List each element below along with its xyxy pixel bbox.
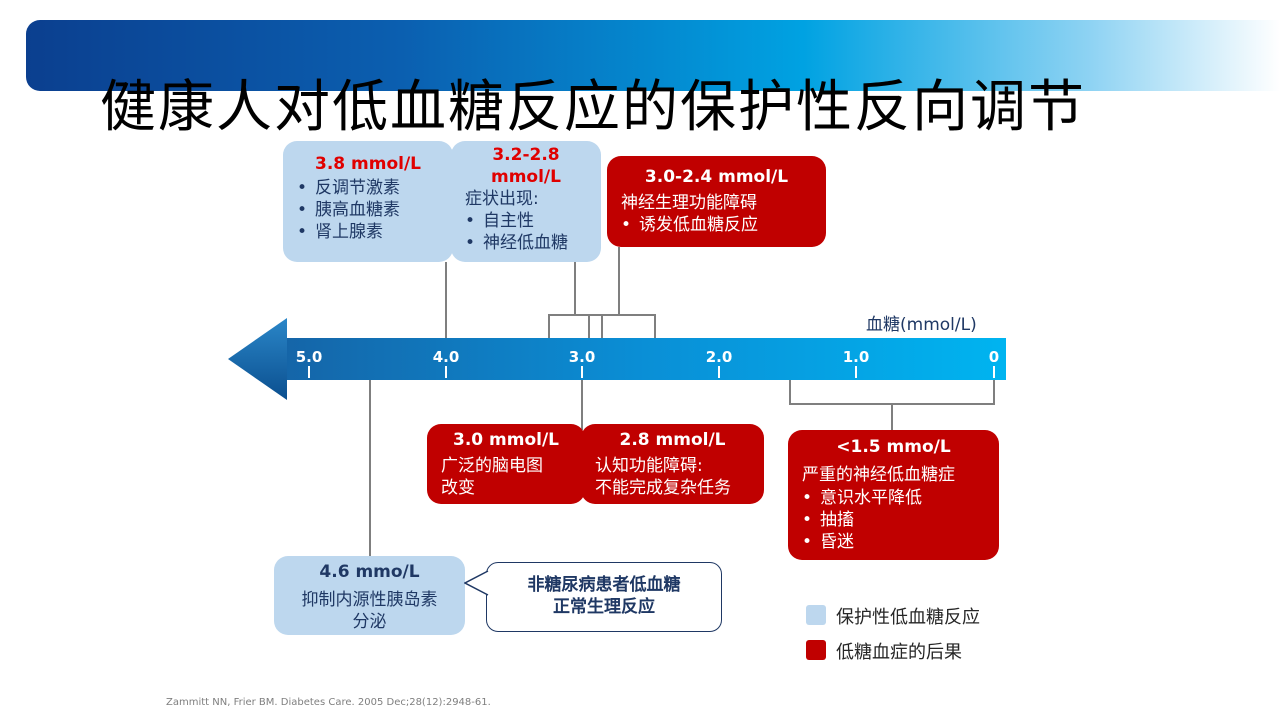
box-3-2-2-8-list: 自主性 神经低血糖 [451, 210, 601, 254]
page-title: 健康人对低血糖反应的保护性反向调节 [100, 75, 1086, 140]
box-3-0-eeg: 3.0 mmol/L 广泛的脑电图 改变 [427, 424, 585, 504]
box-3-8-head: 3.8 mmol/L [314, 154, 421, 174]
box-4-6-line-2: 分泌 [352, 612, 387, 632]
box-3-2-2-8-head-2: mmol/L [491, 167, 561, 187]
legend-label-protective: 保护性低血糖反应 [836, 607, 980, 628]
box-4-6-head: 4.6 mmo/L [319, 562, 420, 582]
box-under-1-5-head: <1.5 mmo/L [836, 437, 951, 457]
legend-swatch-protective [806, 605, 826, 625]
tick-label-1: 1.0 [842, 348, 870, 366]
list-item: 意识水平降低 [802, 487, 999, 509]
axis-tick-marks [308, 366, 995, 378]
callout-pointer [464, 570, 489, 596]
connector-lines [369, 247, 995, 556]
box-2-8-head: 2.8 mmol/L [619, 430, 726, 450]
callout-line-2: 正常生理反应 [553, 597, 655, 617]
list-item: 昏迷 [802, 531, 999, 553]
box-3-8-list: 反调节激素 胰高血糖素 肾上腺素 [283, 177, 453, 243]
legend-swatch-consequence [806, 640, 826, 660]
box-3-0-line-1: 广泛的脑电图 [441, 456, 543, 476]
list-item: 肾上腺素 [297, 221, 453, 243]
axis-unit-label: 血糖(mmol/L) [866, 315, 977, 335]
tick-label-2: 2.0 [705, 348, 733, 366]
box-3-0-2-4-head: 3.0-2.4 mmol/L [644, 167, 789, 187]
legend-label-consequence: 低糖血症的后果 [836, 642, 962, 663]
box-2-8-line-1: 认知功能障碍: [595, 456, 703, 476]
tick-label-5: 5.0 [295, 348, 323, 366]
list-item: 诱发低血糖反应 [621, 214, 826, 236]
list-item: 胰高血糖素 [297, 199, 453, 221]
box-3-0-line-2: 改变 [441, 478, 475, 498]
tick-label-0: 0 [988, 348, 1000, 366]
box-under-1-5-severe: <1.5 mmo/L 严重的神经低血糖症 意识水平降低 抽搐 昏迷 [788, 430, 999, 560]
list-item: 抽搐 [802, 509, 999, 531]
box-3-8-counterregulatory: 3.8 mmol/L 反调节激素 胰高血糖素 肾上腺素 [283, 141, 453, 262]
callout-line-1: 非糖尿病患者低血糖 [527, 575, 681, 595]
box-3-2-2-8-head-1: 3.2-2.8 [492, 145, 560, 165]
glucose-axis-bar [285, 338, 1006, 380]
box-3-0-head: 3.0 mmol/L [452, 430, 559, 450]
connector-3-2-2-8 [548, 262, 603, 338]
box-under-1-5-list: 意识水平降低 抽搐 昏迷 [788, 487, 999, 553]
box-3-0-2-4-subtitle: 神经生理功能障碍 [621, 193, 757, 213]
tick-label-4: 4.0 [432, 348, 460, 366]
box-3-0-2-4-neurophysiological: 3.0-2.4 mmol/L 神经生理功能障碍 诱发低血糖反应 [607, 156, 826, 247]
header-banner [26, 20, 1280, 91]
list-item: 反调节激素 [297, 177, 453, 199]
box-4-6-insulin: 4.6 mmo/L 抑制内源性胰岛素 分泌 [274, 556, 465, 635]
citation: Zammitt NN, Frier BM. Diabetes Care. 200… [166, 697, 491, 708]
connector-1-5 [789, 380, 995, 430]
list-item: 神经低血糖 [465, 232, 601, 254]
tick-label-3: 3.0 [568, 348, 596, 366]
box-4-6-line-1: 抑制内源性胰岛素 [301, 590, 438, 610]
box-3-2-2-8-subtitle: 症状出现: [465, 189, 539, 209]
callout-normal-response: 非糖尿病患者低血糖 正常生理反应 [486, 562, 722, 632]
box-3-0-2-4-list: 诱发低血糖反应 [607, 214, 826, 236]
box-3-2-2-8-symptoms: 3.2-2.8 mmol/L 症状出现: 自主性 神经低血糖 [451, 141, 601, 262]
list-item: 自主性 [465, 210, 601, 232]
connector-3-0-2-4 [588, 247, 656, 338]
box-under-1-5-subtitle: 严重的神经低血糖症 [802, 465, 955, 485]
box-2-8-line-2: 不能完成复杂任务 [595, 478, 731, 498]
box-2-8-cognitive: 2.8 mmol/L 认知功能障碍: 不能完成复杂任务 [581, 424, 764, 504]
axis-arrow-head [228, 318, 287, 400]
